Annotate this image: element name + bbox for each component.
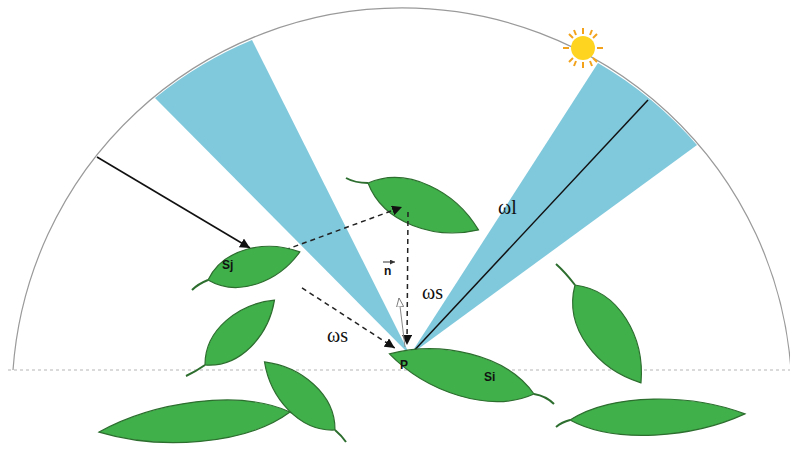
sun-symbol <box>563 28 603 68</box>
surface-label: Si <box>484 370 495 384</box>
vector-label: n <box>384 264 391 278</box>
angle-symbol: ωs <box>422 280 443 304</box>
scattered-ray <box>302 288 395 348</box>
vector-overarrow <box>383 262 395 263</box>
sky-hemisphere <box>13 8 790 370</box>
normal-vector <box>399 298 405 347</box>
leaf-blade <box>203 235 305 298</box>
leaf-shape <box>190 244 302 292</box>
surface-label: P <box>400 358 408 372</box>
incident-ray <box>97 157 250 248</box>
light-cone <box>155 40 410 355</box>
angle-symbol: ωs <box>326 323 349 347</box>
leaf-shape <box>384 348 556 406</box>
leaf-stem <box>534 394 554 404</box>
angle-symbol: ωl <box>498 195 517 219</box>
scattered-ray <box>285 207 402 250</box>
ground-line <box>8 370 790 371</box>
leaf-node: P Si <box>384 348 556 406</box>
leaf-stem <box>192 280 208 290</box>
surface-label: Sj <box>222 258 233 272</box>
leaf-illustration <box>97 163 746 452</box>
leaf-node: Sj <box>190 244 302 292</box>
scattered-ray <box>407 212 408 345</box>
leaf-blade <box>384 333 540 415</box>
